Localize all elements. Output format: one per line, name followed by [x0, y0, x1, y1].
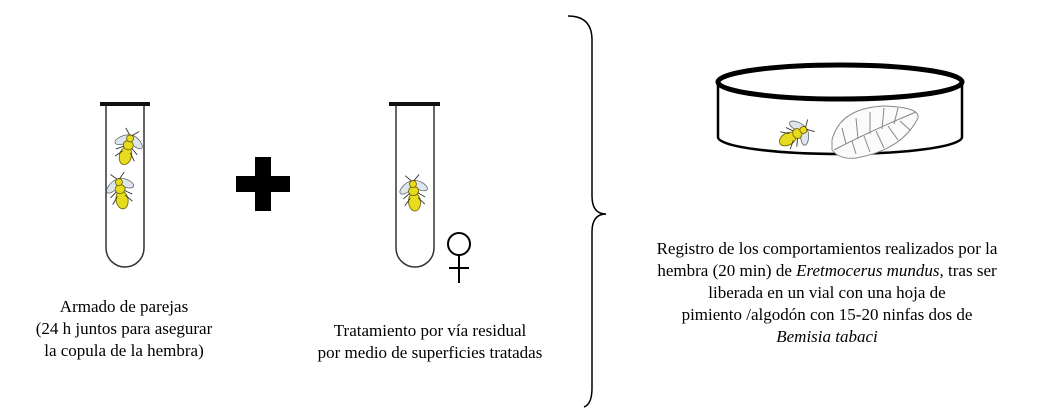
caption-treatment: Tratamiento por vía residual por medio d… — [317, 321, 543, 362]
caption-record: Registro de los comportamientos realizad… — [622, 238, 1032, 348]
species-eretmocerus: Eretmocerus mundus, — [796, 261, 944, 280]
curly-brace — [567, 15, 607, 408]
caption-record-line2: hembra (20 min) de Eretmocerus mundus, t… — [657, 261, 997, 280]
caption-pairing: Armado de parejas (24 h juntos para aseg… — [35, 297, 213, 360]
test-tube-pairing — [100, 102, 150, 268]
leaf-icon — [831, 105, 919, 159]
wasp-female-icon — [101, 170, 140, 212]
test-tube-treatment — [389, 102, 440, 268]
female-symbol-icon — [447, 232, 471, 283]
species-bemisia: Bemisia tabaci — [776, 327, 878, 346]
wasp-treated-icon — [396, 173, 432, 213]
wasp-male-icon — [107, 125, 149, 170]
plus-sign-icon — [236, 157, 290, 211]
